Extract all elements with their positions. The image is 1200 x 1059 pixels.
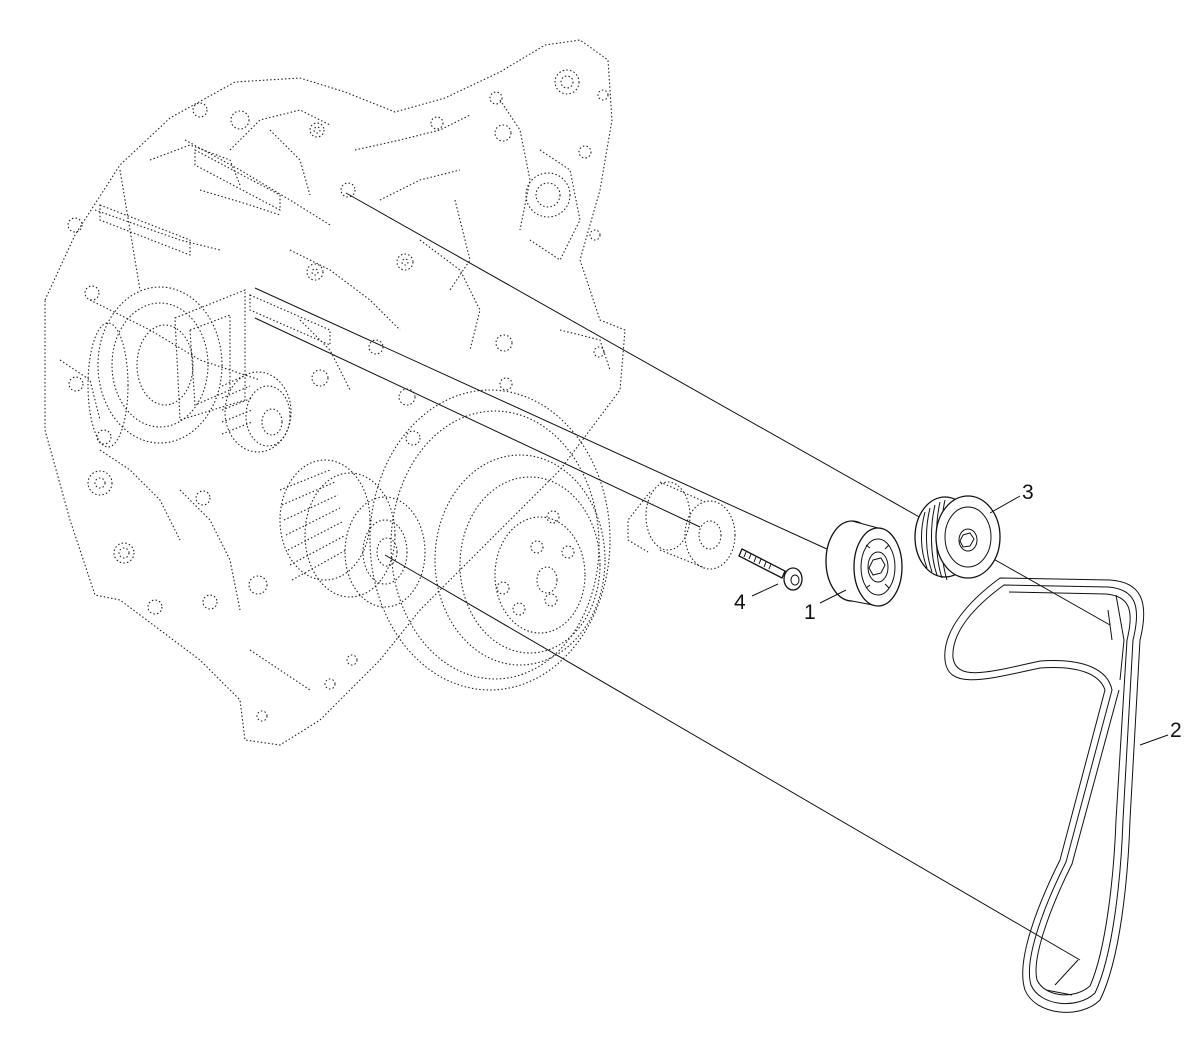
upper-pulley-phantom xyxy=(221,371,292,453)
part-1-idler-roller xyxy=(825,520,903,608)
callout-2: 2 xyxy=(1139,719,1182,746)
assembly-axis-lines xyxy=(254,192,1111,961)
part-2-drive-belt xyxy=(944,577,1145,1013)
callout-1: 1 xyxy=(804,589,847,624)
crank-pulley-phantom xyxy=(279,459,426,608)
water-pump-phantom xyxy=(87,286,246,448)
engine-block-phantom xyxy=(44,39,626,746)
part-4-bolt xyxy=(738,548,803,591)
callout-3-label: 3 xyxy=(1022,481,1034,504)
vibration-damper-phantom xyxy=(369,389,611,691)
callout-2-label: 2 xyxy=(1170,719,1182,742)
part-3-grooved-pulley xyxy=(914,495,1001,581)
callout-1-label: 1 xyxy=(804,601,816,624)
tensioner-phantom xyxy=(627,481,736,570)
callout-3: 3 xyxy=(989,481,1034,514)
callout-4-label: 4 xyxy=(734,591,746,614)
callout-4: 4 xyxy=(734,583,779,614)
